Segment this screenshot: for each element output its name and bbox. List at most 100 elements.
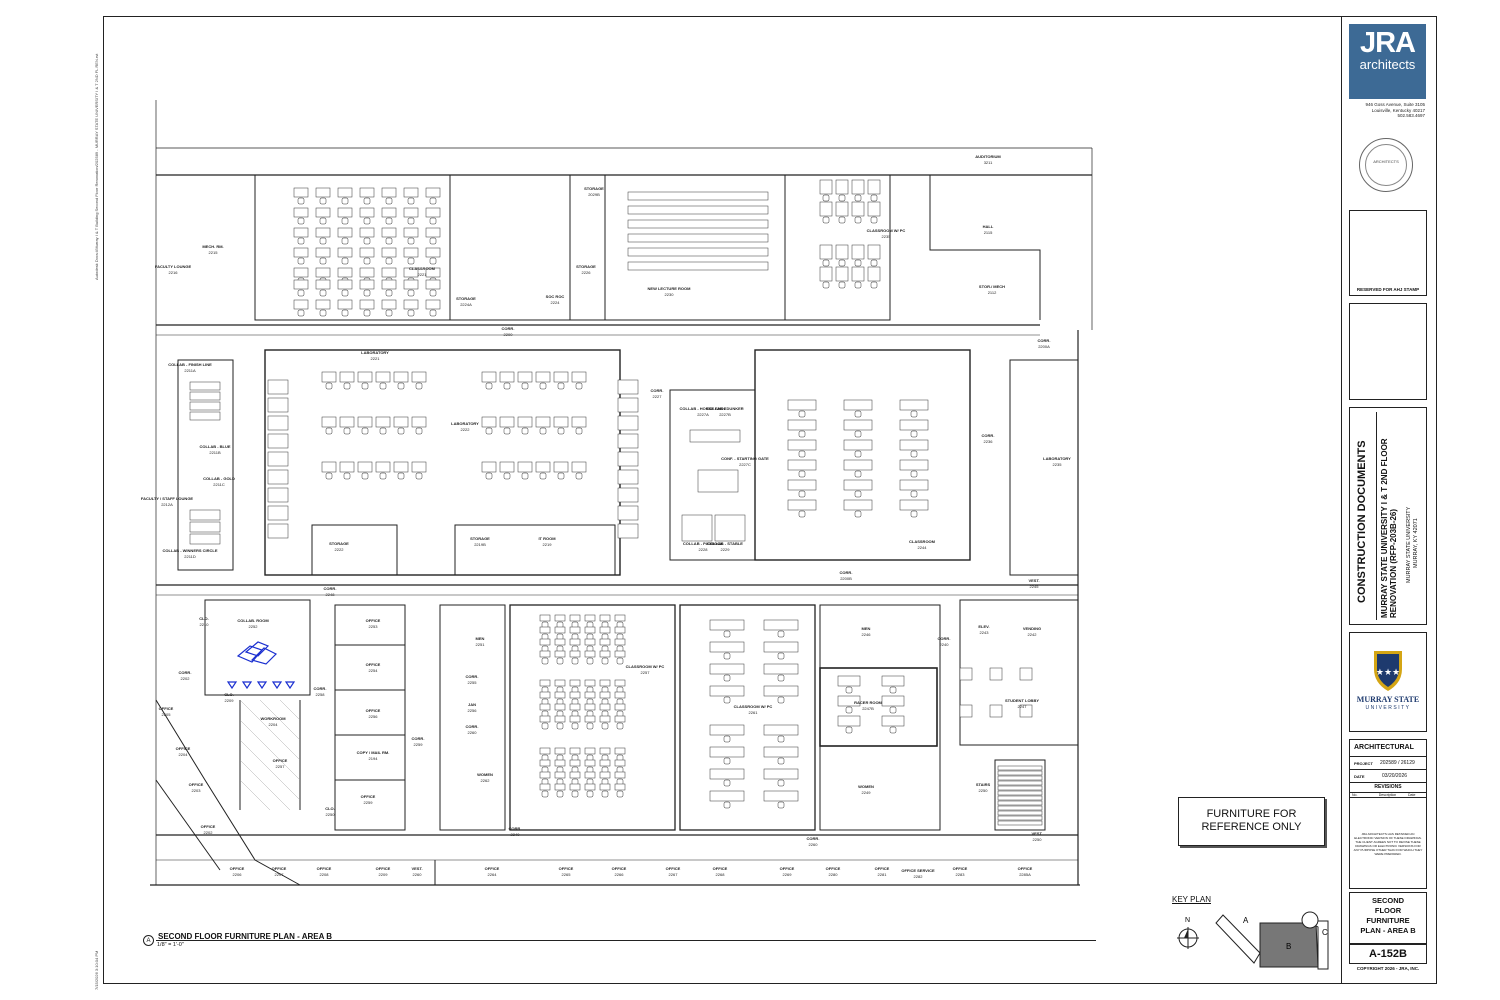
room-label: SOC ROC [546, 294, 565, 299]
room-number: 2285A [1019, 872, 1031, 877]
room-label: STORAGE [329, 541, 349, 546]
room-label: CORR. [651, 388, 664, 393]
lobby-table [1019, 704, 1033, 718]
room-number: 2227C [739, 462, 751, 467]
rev-header-desc: Description [1378, 793, 1397, 797]
room-number: 2205 [162, 712, 172, 717]
chair-icon [854, 490, 862, 498]
lecture-row [627, 233, 769, 243]
desk [851, 201, 865, 217]
desk [499, 416, 515, 428]
room-label: VEST. [1028, 578, 1039, 583]
desk [843, 439, 873, 451]
chair-icon [798, 470, 806, 478]
rev-header-date: Date [1408, 793, 1416, 797]
lecture-row [627, 191, 769, 201]
room-number: 2210 [200, 622, 210, 627]
chair-icon [429, 309, 437, 317]
chair-icon [361, 382, 369, 390]
murray-state-shield-icon: ★★★ [1374, 651, 1402, 691]
chair-icon [910, 430, 918, 438]
room-label: VENDING [1023, 626, 1041, 631]
lobby-table [1019, 667, 1033, 681]
desk [763, 663, 799, 675]
address-phone: 502.583.4697 [1397, 113, 1425, 118]
room-number: 2224 [551, 300, 561, 305]
stair-tread [997, 815, 1043, 821]
chair-icon [845, 686, 853, 694]
desk [337, 247, 353, 258]
room-number: 2221 [371, 356, 381, 361]
desk [599, 614, 611, 622]
address-line-2: Louisville, Kentucky 40217 [1371, 107, 1425, 113]
room-label: CLO. [224, 692, 234, 697]
room-number: 2112 [988, 290, 997, 295]
desk [569, 626, 581, 634]
collab-table [189, 533, 221, 545]
desk [359, 207, 375, 218]
desk [599, 771, 611, 779]
collab-table [189, 391, 221, 401]
chair-icon [854, 410, 862, 418]
room-label: COPY / MAIL RM. [357, 750, 390, 755]
stair-tread [997, 765, 1043, 771]
room-number: 2260 [413, 872, 423, 877]
revisions-header: No. Description Date [1350, 792, 1426, 798]
desk [881, 695, 905, 707]
date-label: DATE [1354, 774, 1365, 779]
chair-icon [485, 427, 493, 435]
chair-icon [838, 281, 846, 289]
chair-icon [557, 382, 565, 390]
desk [569, 703, 581, 711]
desk [481, 416, 497, 428]
room-label: OFFICE [366, 708, 381, 713]
room-number: 2243 [980, 630, 990, 635]
chair-icon [319, 217, 327, 225]
desk [899, 439, 929, 451]
desk [393, 461, 409, 473]
desk [614, 703, 626, 711]
chair-icon [341, 197, 349, 205]
desk [569, 679, 581, 687]
room-number: 2229 [721, 547, 731, 552]
room-number: 2257 [641, 670, 651, 675]
room-label: AUDITORIUM [975, 154, 1001, 159]
chair-icon [297, 197, 305, 205]
chair-icon [557, 427, 565, 435]
chair-icon [485, 472, 493, 480]
desk [763, 619, 799, 631]
desk [787, 419, 817, 431]
room-label: WORKROOM [260, 716, 286, 721]
chair-icon [297, 309, 305, 317]
desk [881, 675, 905, 687]
storage-shelf [617, 415, 639, 431]
desk [837, 695, 861, 707]
room-label: OFFICE [361, 794, 376, 799]
room-number: 2219 [543, 542, 553, 547]
storage-shelf [617, 397, 639, 413]
desk [481, 461, 497, 473]
storage-shelf [267, 487, 289, 503]
chair-icon [556, 790, 564, 798]
storage-shelf [267, 469, 289, 485]
room-label: CORR. [982, 433, 995, 438]
desk [539, 715, 551, 723]
desk [787, 399, 817, 411]
lecture-row [627, 205, 769, 215]
room-number: 2283 [956, 872, 966, 877]
room-number: 2235 [882, 234, 892, 239]
desk [539, 771, 551, 779]
desk [339, 371, 355, 383]
desk [819, 244, 833, 260]
desk [709, 641, 745, 653]
chair-icon [822, 259, 830, 267]
sheet-title: SECOND FLOOR FURNITURE PLAN - AREA B [1360, 896, 1416, 935]
desk [709, 768, 745, 780]
room-number: 2267 [669, 872, 679, 877]
desk [293, 227, 309, 238]
desk [899, 399, 929, 411]
room-label: CLO. [199, 616, 209, 621]
room-label: CORR. [840, 570, 853, 575]
chair-icon [723, 801, 731, 809]
room-label: CORR. [324, 586, 337, 591]
